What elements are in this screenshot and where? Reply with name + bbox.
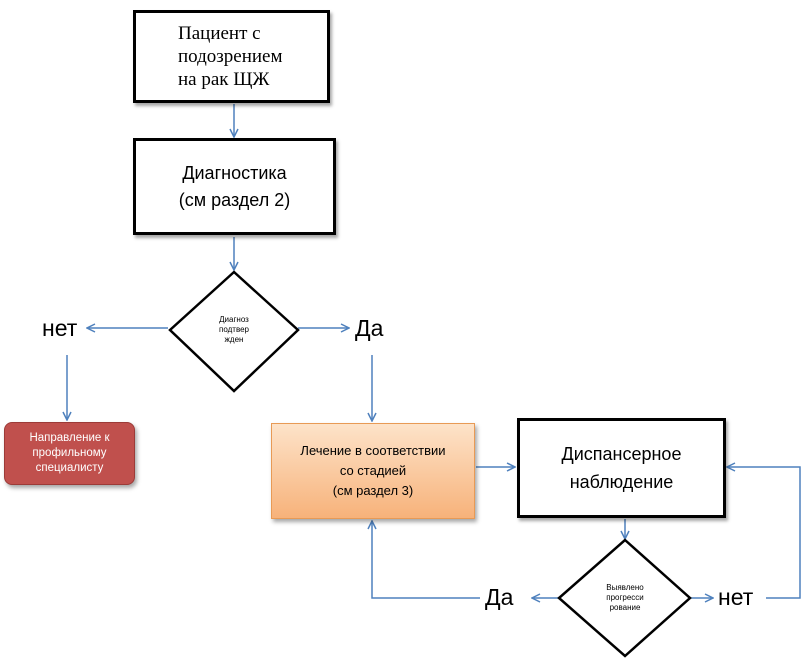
referral-box: Направление к профильному специалисту — [4, 422, 135, 485]
followup-box: Диспансерное наблюдение — [517, 418, 726, 518]
diagnosis-decision-text: Диагноз подтвер жден — [200, 315, 268, 345]
patient-box: Пациент с подозрением на рак ЩЖ — [133, 10, 330, 103]
progression-decision-diamond — [557, 538, 692, 658]
diagnostics-box: Диагностика (см раздел 2) — [133, 138, 336, 235]
patient-line-3: на рак ЩЖ — [178, 69, 270, 90]
progression-decision-line-3: рование — [609, 603, 641, 612]
treatment-line-2: со стадией — [339, 463, 407, 478]
treatment-line-3: (см раздел 3) — [332, 483, 414, 498]
followup-line-2: наблюдение — [569, 472, 674, 492]
arrow-no-bottom-to-followup — [728, 467, 801, 599]
patient-line-1: Пациент с — [178, 23, 261, 44]
label-yes-bottom: Да — [485, 584, 514, 610]
patient-line-2: подозрением — [178, 46, 283, 67]
diagnostics-line-1: Диагностика — [182, 162, 287, 183]
diagnosis-decision-line-3: жден — [224, 335, 244, 344]
treatment-line-1: Лечение в соответствии — [300, 443, 446, 458]
progression-decision-line-2: прогресси — [606, 593, 644, 602]
treatment-box: Лечение в соответствии со стадией (см ра… — [271, 423, 475, 519]
diagnosis-decision-diamond — [168, 270, 300, 393]
diagnostics-line-2: (см раздел 2) — [178, 189, 291, 210]
arrow-yes-bottom-to-treatment — [372, 522, 480, 599]
referral-line-3: специалисту — [35, 462, 104, 474]
progression-decision-line-1: Выявлено — [606, 583, 644, 592]
diagnosis-decision-line-2: подтвер — [219, 325, 249, 334]
label-no-left: нет — [42, 315, 78, 341]
label-no-bottom: нет — [718, 584, 754, 610]
label-yes-right: Да — [355, 315, 384, 341]
diagnosis-decision-line-1: Диагноз — [219, 315, 249, 324]
progression-decision-text: Выявлено прогресси рование — [590, 583, 660, 613]
referral-line-2: профильному — [32, 447, 107, 459]
referral-line-1: Направление к — [29, 432, 110, 444]
followup-line-1: Диспансерное — [561, 444, 682, 464]
